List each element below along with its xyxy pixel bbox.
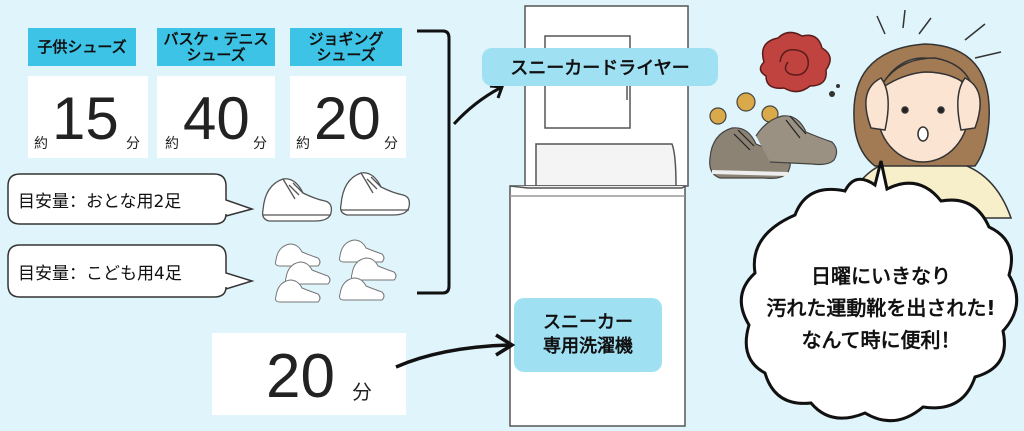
sneaker-pair-adult-illustration [261,172,411,222]
arrow-to-dryer [452,84,505,126]
time-box-jogging: 約 20 分 [290,76,406,158]
guide-tag-child [7,244,255,298]
speech-bubble-text: 日曜にいきなり 汚れた運動靴を出された! なんて時に便利！ [766,264,996,352]
time-box-basket-tennis: 約 40 分 [157,76,275,158]
guide-text-child: 目安量：こども用4足 [18,264,182,284]
time-value-kids: 15 [52,85,119,152]
minute-unit: 分 [126,136,140,152]
guide-tag-adult [7,173,255,225]
approx-label: 約 [165,136,179,152]
washer-time-unit: 分 [352,380,372,404]
grouping-bracket [417,29,451,295]
time-value-jogging: 20 [314,85,381,152]
approx-label: 約 [296,136,310,152]
sneaker-group-child-illustration [275,239,397,303]
washer-time-box: 20 分 [212,333,406,415]
dirty-sneakers-illustration [709,92,838,179]
frustration-scribble-icon [759,31,840,97]
header-basket-tennis-shoes: バスケ・テニス シューズ [157,28,275,66]
minute-unit: 分 [384,136,398,152]
speech-bubble [739,160,1019,423]
washer-label: スニーカー 専用洗濯機 [514,298,662,372]
header-jogging-shoes: ジョギング シューズ [290,28,402,66]
arrow-to-washer [395,333,516,369]
guide-text-adult: 目安量：おとな用2足 [18,192,182,212]
time-box-kids: 約 15 分 [28,76,148,158]
header-kids-shoes: 子供シューズ [28,28,136,66]
washer-time-value: 20 [266,342,335,411]
dryer-label: スニーカードライヤー [482,48,718,86]
time-value-basket-tennis: 40 [183,85,250,152]
approx-label: 約 [34,136,48,152]
minute-unit: 分 [253,136,267,152]
